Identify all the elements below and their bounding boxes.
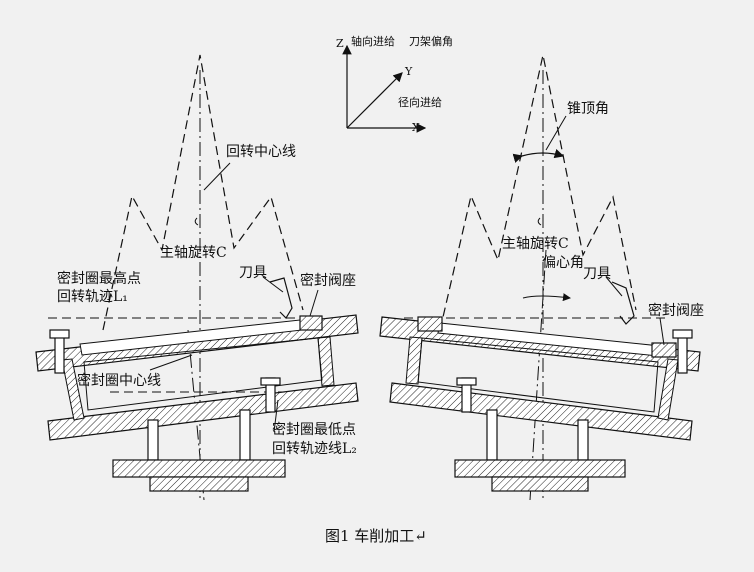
left-column-2 <box>239 409 251 461</box>
right-rotation-arrow <box>537 217 542 226</box>
eccentric-angle-arc <box>522 293 571 302</box>
highest-point-trace-label: 回转轨迹L₁ <box>57 289 128 305</box>
y-axis-label: Y <box>405 65 413 78</box>
left-base-top <box>112 459 286 478</box>
right-column-1 <box>486 409 498 461</box>
left-ring-center-leader <box>149 354 193 371</box>
figure-caption: 图1 车削加工↵ <box>325 527 427 545</box>
right-tool-leader <box>605 276 623 297</box>
left-body <box>83 337 323 411</box>
right-seat-block-2 <box>651 342 677 358</box>
tool-angle-label: 刀架偏角 <box>409 35 453 48</box>
eccentric-angle-label: 偏心角 <box>542 255 584 271</box>
right-valve-seat-label: 密封阀座 <box>648 303 704 319</box>
right-seat-block <box>417 316 443 332</box>
left-lower-plate <box>47 382 359 441</box>
left-wall-outer <box>61 358 85 421</box>
lowest-point-trace-label: 回转轨迹线L₂ <box>272 441 357 457</box>
left-lowpoint-leader <box>273 399 279 433</box>
right-tool <box>611 281 635 325</box>
right-bolt <box>677 334 688 374</box>
lowest-point-label: 密封圈最低点 <box>272 422 356 438</box>
right-bolt-head <box>672 329 693 339</box>
left-seat-leader <box>309 289 319 317</box>
right-wall-left <box>405 336 423 385</box>
left-seat-block <box>299 315 323 331</box>
radial-feed-label: 径向进给 <box>398 96 442 109</box>
right-base-bottom <box>491 476 589 492</box>
x-axis-label: X <box>412 121 420 134</box>
rotation-centerline-label: 回转中心线 <box>226 144 296 160</box>
left-bolt-right-head <box>260 377 281 386</box>
left-bolt-head <box>49 329 70 339</box>
right-seat-leader <box>659 317 665 346</box>
right-base-top <box>454 459 626 478</box>
right-bolt-left-head <box>456 377 477 386</box>
right-assembly <box>379 54 701 501</box>
left-bolt <box>54 334 65 374</box>
right-column-2 <box>577 419 589 461</box>
right-body <box>417 337 659 413</box>
right-wall-outer <box>657 358 679 421</box>
right-tool-label: 刀具 <box>583 266 611 282</box>
left-assembly <box>35 54 359 501</box>
right-spindle-rotation-label: 主轴旋转C <box>502 236 569 252</box>
left-cone-outline <box>102 54 304 331</box>
cone-angle-label: 锥顶角 <box>567 101 609 117</box>
coordinate-axes <box>342 44 427 133</box>
left-spindle-rotation-label: 主轴旋转C <box>160 245 227 261</box>
cone-angle-arc <box>512 148 565 163</box>
left-centerline-leader <box>203 162 231 191</box>
left-tool <box>269 277 293 319</box>
y-axis <box>346 72 403 129</box>
highest-point-label: 密封圈最高点 <box>57 271 141 287</box>
left-tool-leader <box>262 276 284 293</box>
cone-angle-leader <box>545 115 567 151</box>
right-ring-centerline <box>529 249 547 501</box>
left-tool-label: 刀具 <box>239 265 267 281</box>
right-cone-outline <box>439 54 637 331</box>
left-column-1 <box>147 419 159 461</box>
left-rotation-arrow <box>194 217 199 226</box>
ring-centerline-label: 密封圈中心线 <box>77 373 161 389</box>
left-valve-seat-label: 密封阀座 <box>300 273 356 289</box>
axial-feed-label: 轴向进给 <box>351 35 395 48</box>
z-axis-label: Z <box>336 37 344 50</box>
left-base-bottom <box>149 476 249 492</box>
